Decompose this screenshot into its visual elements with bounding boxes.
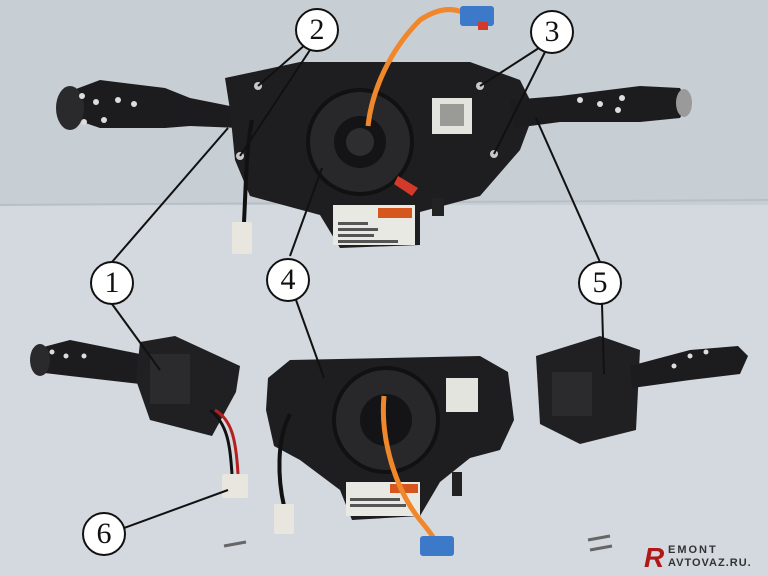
callout-4-label: 4 (280, 263, 296, 296)
white-connector-top (232, 222, 252, 254)
watermark-bottom: AVTOVAZ.RU. (668, 557, 752, 569)
watermark-top: EMONT (668, 544, 718, 556)
callout-3: 3 (530, 10, 574, 54)
callout-3-label: 3 (544, 15, 560, 48)
leader-6 (123, 489, 229, 529)
blue-connector-top (460, 6, 494, 26)
right-stalk-top (510, 86, 692, 128)
white-connector-6 (222, 474, 248, 498)
callout-2: 2 (295, 8, 339, 52)
wiper-switch-separate (536, 336, 748, 444)
orange-wire-top (365, 7, 463, 127)
callout-1: 1 (90, 261, 134, 305)
black-wire-top (242, 119, 254, 223)
left-stalk-top (56, 80, 240, 130)
leader-2-b (239, 49, 311, 157)
leader-4-b (295, 299, 325, 379)
clock-spring-module (266, 356, 514, 556)
leader-1-a (111, 127, 229, 263)
assembled-switch-unit (56, 6, 692, 254)
callout-2-label: 2 (309, 13, 325, 46)
leader-2-a (257, 43, 307, 87)
red-tab-top (394, 176, 418, 196)
callout-4: 4 (266, 258, 310, 302)
leader-4-a (289, 167, 323, 257)
lighting-switch-separate (30, 336, 248, 498)
leader-3-a (479, 45, 543, 87)
leader-5-b (601, 303, 605, 375)
leader-1-b (111, 303, 161, 371)
watermark-r: R (644, 542, 665, 573)
callout-1-label: 1 (104, 266, 120, 299)
leader-5-a (535, 117, 601, 263)
callout-6-label: 6 (96, 517, 112, 550)
leader-3-b (493, 49, 547, 155)
callout-6: 6 (82, 512, 126, 556)
leader-lines (111, 43, 605, 529)
callout-5-label: 5 (592, 266, 608, 299)
loose-screws (223, 534, 613, 552)
site-watermark: R EMONT AVTOVAZ.RU. (644, 542, 762, 573)
callout-5: 5 (578, 261, 622, 305)
